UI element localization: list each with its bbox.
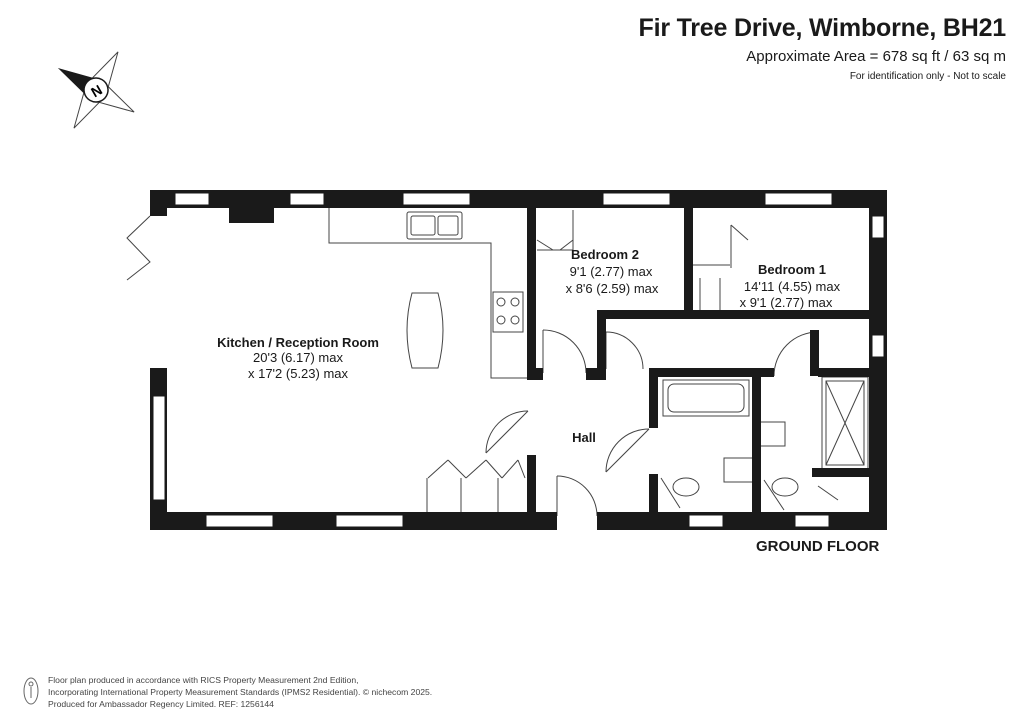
person-icon	[23, 677, 39, 705]
room-bedroom2: Bedroom 2 9'1 (2.77) max x 8'6 (2.59) ma…	[566, 247, 659, 296]
footer-line-3: Produced for Ambassador Regency Limited.…	[48, 699, 274, 709]
room-bedroom2-dim2: x 8'6 (2.59) max	[566, 281, 659, 296]
compass-rose-icon	[57, 51, 135, 129]
room-bedroom1: Bedroom 1 14'11 (4.55) max x 9'1 (2.77) …	[740, 262, 841, 310]
footer-notes: Floor plan produced in accordance with R…	[48, 674, 432, 710]
room-kitchen-dim1: 20'3 (6.17) max	[253, 350, 343, 365]
disclaimer: For identification only - Not to scale	[849, 71, 1006, 82]
footer-line-1: Floor plan produced in accordance with R…	[48, 675, 359, 685]
page-title: Fir Tree Drive, Wimborne, BH21	[638, 14, 1007, 42]
room-kitchen-dim2: x 17'2 (5.23) max	[248, 366, 349, 381]
door-swings	[126, 215, 819, 517]
fixtures	[328, 208, 869, 511]
room-bedroom2-name: Bedroom 2	[571, 247, 639, 262]
floor-label: GROUND FLOOR	[756, 538, 880, 555]
windows	[152, 192, 885, 528]
room-bedroom1-name: Bedroom 1	[758, 262, 826, 277]
room-hall-name: Hall	[572, 430, 596, 445]
room-bedroom2-dim1: 9'1 (2.77) max	[570, 264, 653, 279]
room-kitchen-name: Kitchen / Reception Room	[217, 335, 379, 350]
room-bedroom1-dim2: x 9'1 (2.77) max	[740, 295, 833, 310]
footer-line-2: Incorporating International Property Mea…	[48, 687, 433, 697]
room-kitchen: Kitchen / Reception Room 20'3 (6.17) max…	[217, 335, 379, 381]
room-bedroom1-dim1: 14'11 (4.55) max	[744, 279, 841, 294]
approximate-area: Approximate Area = 678 sq ft / 63 sq m	[746, 48, 1006, 65]
